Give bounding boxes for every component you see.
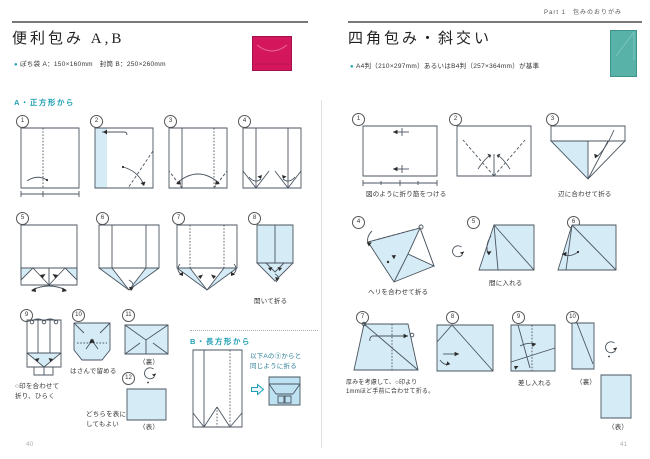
right-page-title: 四角包み・斜交い <box>348 31 493 47</box>
step-number: 3 <box>164 115 177 128</box>
left-spec-text: ぽち袋 A：150×160mm 封筒 B：250×260mm <box>19 61 166 68</box>
step-caption: 厚みを考慮して、○印より 1mmほど手前に合わせて折る。 <box>346 380 435 396</box>
diagram-a-step11 <box>124 324 170 356</box>
step-number: 7 <box>172 212 185 225</box>
diagram-a-step7 <box>176 224 240 294</box>
step-number: 12 <box>122 372 135 385</box>
left-page-title: 便利包み A,B <box>12 31 125 47</box>
step-caption: （表） <box>139 424 160 431</box>
step-number: 11 <box>122 309 135 322</box>
right-header-rule <box>348 21 642 23</box>
step-number: 5 <box>467 216 480 229</box>
step-number: 4 <box>238 115 251 128</box>
b-result-thumbnail <box>268 376 302 407</box>
step-number: 4 <box>352 216 365 229</box>
bullet-icon: ● <box>350 64 354 70</box>
result-arrow-icon <box>250 383 265 396</box>
step-number: 7 <box>356 311 369 324</box>
diagram-a-step9 <box>26 319 64 381</box>
step-caption: （裏） <box>576 379 597 386</box>
diagram-final <box>600 374 633 420</box>
diagram-step2 <box>456 125 534 183</box>
step-number: 9 <box>512 311 525 324</box>
step-caption: （裏） <box>139 359 160 366</box>
step-caption: 図のように折り筋をつける <box>366 191 447 198</box>
final-caption: （表） <box>608 424 629 431</box>
step-number: 1 <box>16 115 29 128</box>
diagram-a-step5 <box>20 224 80 292</box>
diagram-a-step10 <box>73 322 111 364</box>
diagram-a-step12 <box>126 388 168 422</box>
step-caption: ヘリを合わせて折る <box>368 289 429 296</box>
diagram-a-step6 <box>98 224 162 291</box>
section-b-label: B・長方形から <box>190 337 251 346</box>
diagram-a-step8 <box>256 224 296 296</box>
teal-wrap-photo <box>610 30 637 77</box>
step-12-note: どちらを表に してもよい <box>86 411 127 429</box>
step-caption: 間に入れる <box>489 280 523 287</box>
right-spec-text: A4判（210×297mm）あるいはB4判（257×364mm）が基準 <box>355 63 540 70</box>
part-label: Part 1 包みのおりがみ <box>544 10 623 16</box>
diagram-step7 <box>352 322 420 374</box>
diagram-step10 <box>571 322 597 372</box>
step-number: 3 <box>546 113 559 126</box>
step-number: 9 <box>20 309 33 322</box>
step-caption: はさんで留める <box>70 368 117 375</box>
diagram-step8 <box>436 324 496 374</box>
page-gutter <box>321 100 322 448</box>
diagram-step9 <box>510 324 558 374</box>
diagram-a-step1 <box>20 127 82 199</box>
diagram-step5 <box>478 224 536 274</box>
step-number: 5 <box>16 212 29 225</box>
page-number-left: 40 <box>26 441 34 448</box>
diagram-a-step2 <box>94 127 156 193</box>
step-number: 1 <box>352 113 365 126</box>
section-a-label: A・正方形から <box>14 98 75 107</box>
rotate-icon <box>141 366 157 384</box>
bullet-icon: ● <box>14 62 18 68</box>
pink-wrap-photo <box>252 36 292 71</box>
diagram-step6 <box>556 224 620 274</box>
left-header-rule <box>12 21 308 23</box>
step-number: 8 <box>446 311 459 324</box>
diagram-a-step4 <box>242 127 304 193</box>
rotate-icon <box>449 244 465 262</box>
diagram-b-step1 <box>192 349 244 429</box>
diagram-step4 <box>366 222 442 286</box>
section-b-divider <box>190 330 318 331</box>
page-number-right: 41 <box>620 441 628 448</box>
step-caption: 差し入れる <box>518 380 552 387</box>
diagram-a-step3 <box>168 127 230 193</box>
step-caption: ○印を合わせて 折り、ひらく <box>15 383 60 401</box>
step-caption: 開いて折る <box>254 298 288 305</box>
section-b-note: 以下Aの③からと 同じように折る <box>250 353 302 371</box>
right-spec: ●A4判（210×297mm）あるいはB4判（257×364mm）が基準 <box>350 60 539 70</box>
step-number: 10 <box>72 309 85 322</box>
step-number: 8 <box>248 212 261 225</box>
step-number: 6 <box>96 212 109 225</box>
diagram-step1 <box>362 125 440 189</box>
step-caption: 辺に合わせて折る <box>558 191 612 198</box>
step-number: 2 <box>90 115 103 128</box>
diagram-step3 <box>550 125 628 183</box>
left-spec: ●ぽち袋 A：150×160mm 封筒 B：250×260mm <box>14 58 166 68</box>
rotate-icon <box>602 340 618 358</box>
step-number: 2 <box>449 113 462 126</box>
